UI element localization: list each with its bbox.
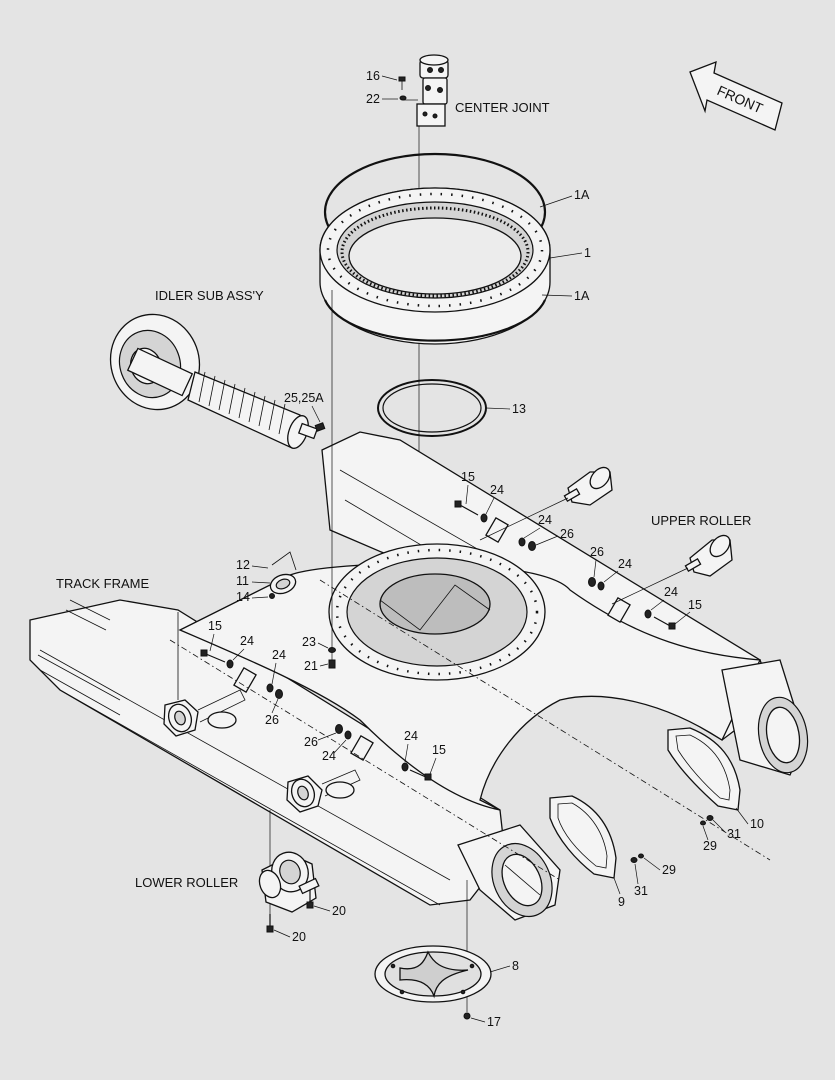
callout-24-upper-b: 24	[538, 513, 552, 527]
callout-20-b: 20	[292, 930, 306, 944]
callout-25: 25,25A	[284, 391, 324, 405]
upper-roller-b[interactable]	[684, 532, 733, 577]
callout-26-lower-b: 26	[304, 735, 318, 749]
washer-24-lower-d[interactable]	[401, 762, 409, 772]
callout-24-lower-c: 24	[322, 749, 336, 763]
callout-29-b: 29	[662, 863, 676, 877]
callout-15-upper-b: 15	[688, 598, 702, 612]
callout-15-lower-b: 15	[432, 743, 446, 757]
callout-31-a: 31	[727, 827, 741, 841]
nut-26-lower-b[interactable]	[335, 724, 343, 734]
bolt-20-a[interactable]	[306, 890, 314, 909]
callout-1a-top: 1A	[574, 188, 590, 202]
gasket-12[interactable]	[271, 551, 297, 571]
callout-23: 23	[302, 635, 316, 649]
o-ring-13[interactable]	[377, 379, 487, 437]
callout-26-upper-a: 26	[560, 527, 574, 541]
callout-11: 11	[236, 574, 249, 588]
cover-plate-11[interactable]	[268, 571, 299, 597]
washer-23[interactable]	[328, 647, 336, 653]
lower-roller-label: LOWER ROLLER	[135, 875, 238, 890]
callout-24-upper-c: 24	[618, 557, 632, 571]
callout-17: 17	[487, 1015, 501, 1029]
washer-24-upper-d[interactable]	[644, 609, 652, 619]
callout-29-a: 29	[703, 839, 717, 853]
cover-9[interactable]	[549, 795, 617, 879]
callout-24-upper-d: 24	[664, 585, 678, 599]
bolt-29-b[interactable]	[638, 853, 644, 859]
washer-24-upper-a[interactable]	[480, 513, 488, 523]
bolt-15-lower-a[interactable]	[200, 649, 226, 663]
grease-fitting-25[interactable]	[314, 422, 326, 432]
bolt-21[interactable]	[328, 659, 336, 669]
nut-26-lower-a[interactable]	[275, 689, 283, 699]
lower-roller-main[interactable]	[256, 847, 320, 913]
track-frame-label: TRACK FRAME	[56, 576, 150, 591]
callout-22: 22	[366, 92, 380, 106]
upper-roller-label: UPPER ROLLER	[651, 513, 751, 528]
bolt-15-upper-a[interactable]	[454, 500, 479, 516]
track-frame[interactable]	[29, 431, 813, 926]
callout-20-a: 20	[332, 904, 346, 918]
washer-24-lower-a[interactable]	[226, 659, 234, 669]
callout-24-upper-a: 24	[490, 483, 504, 497]
bolt-17[interactable]	[463, 1012, 471, 1020]
callout-26-lower-a: 26	[265, 713, 279, 727]
washer-31-a[interactable]	[706, 815, 714, 821]
callout-26-upper-b: 26	[590, 545, 604, 559]
callout-10: 10	[750, 817, 764, 831]
callout-31-b: 31	[634, 884, 648, 898]
callout-9: 9	[618, 895, 625, 909]
washer-24-upper-b[interactable]	[518, 537, 526, 547]
callout-12: 12	[236, 558, 250, 572]
upper-roller-a[interactable]	[563, 464, 613, 506]
center-joint[interactable]	[416, 54, 449, 127]
nut-26-upper-a[interactable]	[528, 541, 536, 551]
washer-22[interactable]	[399, 95, 407, 101]
callout-14: 14	[236, 590, 250, 604]
callout-24-lower-a: 24	[240, 634, 254, 648]
bolt-29-a[interactable]	[700, 820, 706, 826]
washer-24-lower-c[interactable]	[344, 730, 352, 740]
callout-15-lower-a: 15	[208, 619, 222, 633]
callout-21: 21	[304, 659, 318, 673]
callout-8: 8	[512, 959, 519, 973]
idler-label: IDLER SUB ASS'Y	[155, 288, 264, 303]
callout-13: 13	[512, 402, 526, 416]
swing-bearing[interactable]	[319, 152, 551, 345]
front-arrow-icon: FRONT	[689, 60, 783, 131]
cover-10[interactable]	[667, 727, 741, 811]
bolt-16[interactable]	[398, 76, 406, 90]
center-joint-label: CENTER JOINT	[455, 100, 550, 115]
bottom-cover-8[interactable]	[374, 945, 492, 1003]
callout-15-upper-a: 15	[461, 470, 475, 484]
nut-26-upper-b[interactable]	[588, 577, 596, 587]
callout-24-lower-d: 24	[404, 729, 418, 743]
lower-roller-a[interactable]	[163, 689, 246, 737]
idler-assembly[interactable]	[97, 302, 319, 451]
washer-24-lower-b[interactable]	[266, 683, 274, 693]
lower-roller-b[interactable]	[286, 769, 361, 813]
callout-16: 16	[366, 69, 380, 83]
callout-1a-bottom: 1A	[574, 289, 590, 303]
bolt-14[interactable]	[269, 593, 275, 599]
washer-31-b[interactable]	[630, 857, 638, 863]
bolt-15-lower-b[interactable]	[409, 769, 432, 781]
washer-24-upper-c[interactable]	[597, 581, 605, 591]
callout-24-lower-b: 24	[272, 648, 286, 662]
bolt-20-b[interactable]	[266, 914, 274, 933]
bolt-15-upper-b[interactable]	[653, 616, 676, 630]
callout-1: 1	[584, 246, 591, 260]
